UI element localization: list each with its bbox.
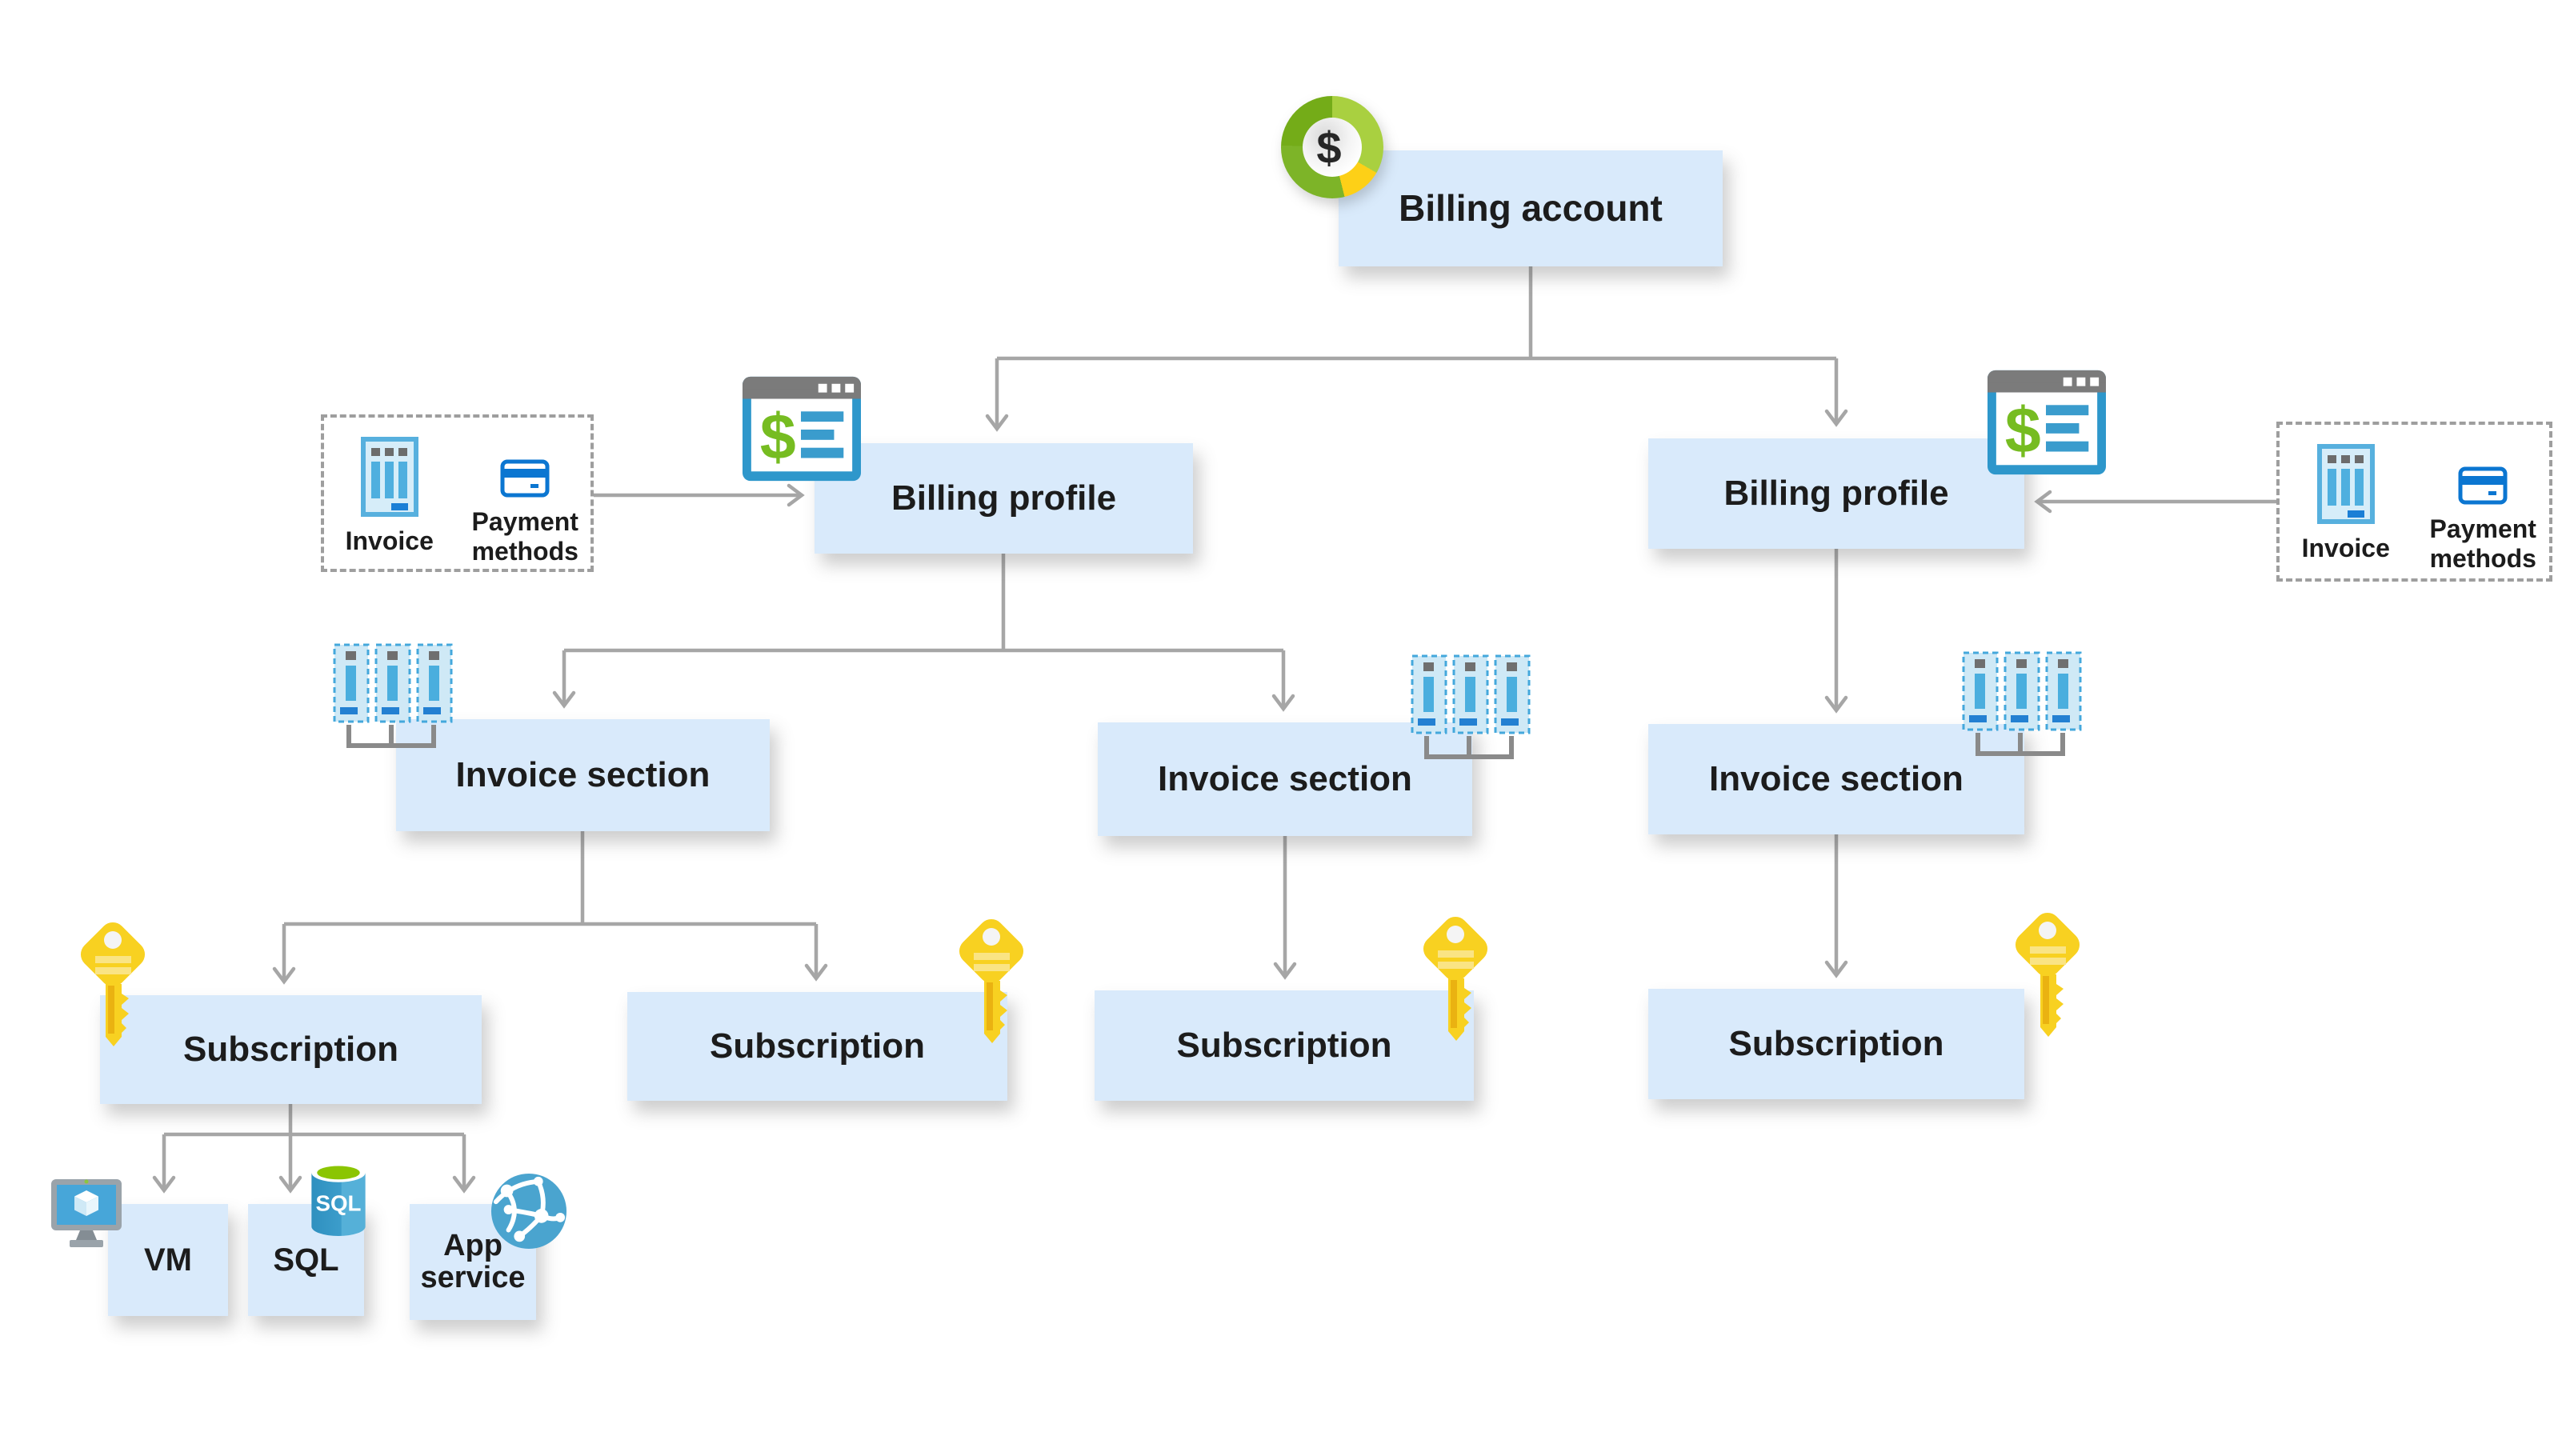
billing-donut-dollar-icon: $ — [1281, 96, 1383, 198]
invoice-section-left-node: Invoice section — [396, 719, 770, 831]
sql-label: SQL — [273, 1242, 339, 1278]
subscription-1-node: Subscription — [100, 995, 482, 1104]
invoice-legend-item: Invoice — [335, 437, 444, 556]
billing-profile-label: Billing profile — [891, 478, 1117, 518]
billing-window-icon: $ — [1988, 370, 2106, 475]
invoice-payment-legend-left: Invoice Payment methods — [321, 414, 594, 572]
app-service-globe-icon — [490, 1173, 567, 1250]
invoice-legend-label: Invoice — [2301, 534, 2390, 562]
invoice-section-right-node: Invoice section — [1648, 724, 2024, 834]
invoice-section-middle-node: Invoice section — [1098, 722, 1472, 836]
invoice-document-icon — [2316, 444, 2375, 524]
subscription-3-node: Subscription — [1095, 990, 1474, 1101]
sql-glyph: SQL — [316, 1190, 362, 1215]
invoice-legend-label: Invoice — [345, 526, 434, 555]
invoice-payment-legend-right: Invoice Payment methods — [2276, 422, 2552, 582]
invoice-stack-icon — [333, 643, 453, 748]
sql-database-icon: SQL — [311, 1162, 366, 1237]
invoice-stack-icon — [1962, 651, 2082, 756]
billing-account-label: Billing account — [1399, 187, 1663, 230]
payment-methods-legend-label: Payment methods — [471, 507, 578, 566]
subscription-2-node: Subscription — [627, 992, 1007, 1101]
key-icon — [80, 922, 146, 1046]
invoice-stack-icon — [1411, 654, 1531, 759]
invoice-section-label: Invoice section — [1158, 758, 1412, 798]
vm-label: VM — [144, 1242, 192, 1278]
vm-monitor-icon — [51, 1179, 122, 1247]
key-icon — [1423, 916, 1488, 1041]
billing-profile-right-node: Billing profile — [1648, 438, 2024, 549]
dollar-glyph: $ — [760, 401, 796, 473]
subscription-label: Subscription — [1176, 1025, 1392, 1065]
dollar-glyph: $ — [2005, 394, 2041, 466]
invoice-section-label: Invoice section — [1709, 758, 1964, 798]
dollar-glyph: $ — [1316, 122, 1342, 173]
payment-methods-legend-item: Payment methods — [2428, 444, 2539, 574]
billing-profile-label: Billing profile — [1723, 473, 1949, 513]
subscription-4-node: Subscription — [1648, 989, 2024, 1099]
key-icon — [2015, 912, 2080, 1037]
payment-methods-legend-item: Payment methods — [471, 437, 580, 566]
credit-card-icon — [500, 459, 550, 498]
subscription-label: Subscription — [183, 1029, 398, 1069]
credit-card-icon — [2458, 466, 2508, 505]
key-icon — [959, 918, 1024, 1043]
subscription-label: Subscription — [710, 1026, 925, 1066]
payment-methods-legend-label: Payment methods — [2429, 514, 2536, 573]
vm-node: VM — [108, 1204, 228, 1316]
billing-account-node: Billing account — [1339, 150, 1723, 266]
subscription-label: Subscription — [1728, 1023, 1944, 1063]
billing-profile-left-node: Billing profile — [815, 443, 1193, 554]
invoice-document-icon — [360, 437, 418, 517]
invoice-section-label: Invoice section — [455, 754, 711, 794]
invoice-legend-item: Invoice — [2291, 444, 2401, 563]
billing-window-icon: $ — [743, 376, 861, 482]
app-service-label: App service — [420, 1228, 526, 1294]
